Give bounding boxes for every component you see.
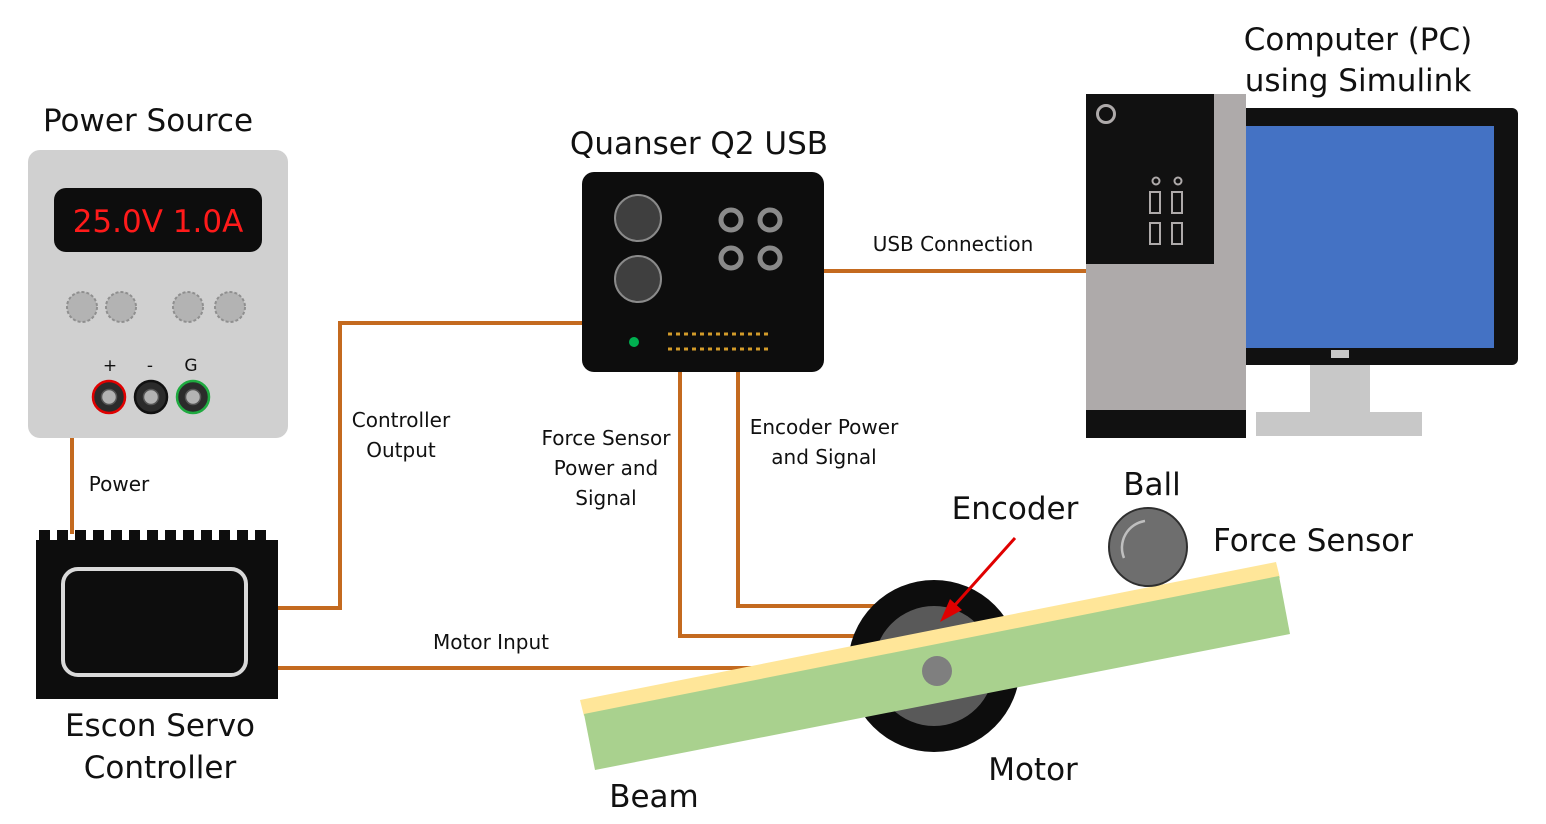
pc-usb-ports	[1149, 176, 1183, 245]
escon-label-line2: Controller	[84, 750, 237, 786]
arrow-head-icon	[940, 599, 962, 622]
usb-connection-label: USB Connection	[873, 232, 1034, 256]
knob-icon	[214, 291, 246, 323]
wires	[70, 269, 1088, 670]
power-source: 25.0V 1.0A + - G	[28, 150, 288, 438]
knob-icon	[66, 291, 98, 323]
knob-icon	[105, 291, 137, 323]
terminal-ground	[175, 379, 211, 415]
pc-tower-bottom-panel	[1086, 410, 1246, 438]
quanser-port-icon	[614, 194, 662, 242]
ball-body	[1108, 507, 1188, 587]
encoder-connection-label-line2: and Signal	[771, 445, 876, 469]
encoder-label: Encoder	[952, 491, 1079, 527]
controller-output-label-line2: Output	[366, 438, 436, 462]
controller-output-label-line1: Controller	[352, 408, 451, 432]
ball	[1108, 507, 1188, 587]
ball-label: Ball	[1123, 467, 1181, 503]
knob-icon	[172, 291, 204, 323]
terminal-minus-label: -	[147, 356, 153, 376]
computer-label-line1: Computer (PC)	[1244, 22, 1473, 58]
monitor-stand-neck	[1310, 364, 1370, 414]
force-sensor-label: Force Sensor	[1213, 523, 1413, 559]
ball-highlight	[1120, 519, 1146, 559]
computer	[1086, 94, 1518, 438]
wire-encoder	[736, 370, 880, 608]
motor-label: Motor	[988, 752, 1078, 788]
quanser-connector-icon	[757, 245, 783, 271]
terminal-minus	[133, 379, 169, 415]
escon-heatsink-fins	[39, 530, 266, 544]
power-connection-label: Power	[89, 472, 150, 496]
quanser-port-icon	[614, 255, 662, 303]
force-sensor-connection-label-line1: Force Sensor	[541, 426, 671, 450]
power-source-readout: 25.0V 1.0A	[73, 204, 244, 240]
encoder-arrow	[940, 536, 1017, 622]
power-source-display	[54, 188, 262, 252]
encoder-connection-label-line1: Encoder Power	[750, 415, 899, 439]
monitor-power-icon	[1331, 350, 1349, 358]
escon-servo-controller	[36, 530, 278, 699]
quanser-q2-usb	[582, 172, 824, 372]
escon-label-line1: Escon Servo	[65, 708, 255, 744]
quanser-connector-icon	[718, 245, 744, 271]
wire-controller-output	[276, 321, 584, 610]
quanser-label: Quanser Q2 USB	[570, 126, 828, 162]
power-source-knobs	[66, 291, 246, 323]
power-source-label: Power Source	[43, 103, 253, 139]
monitor-screen	[1244, 126, 1494, 348]
quanser-connector-icon	[718, 207, 744, 233]
beam-label: Beam	[609, 779, 699, 815]
computer-label-line2: using Simulink	[1245, 63, 1472, 99]
header-pins	[668, 332, 770, 351]
monitor-stand-base	[1256, 412, 1422, 436]
escon-window	[61, 567, 248, 677]
pc-power-button-icon	[1096, 104, 1116, 124]
quanser-connector-icon	[757, 207, 783, 233]
terminal-plus-label: +	[103, 356, 117, 376]
motor-input-label: Motor Input	[433, 630, 549, 654]
status-led-icon	[629, 337, 639, 347]
motor-shaft	[922, 656, 952, 686]
terminal-plus	[91, 379, 127, 415]
force-sensor-connection-label-line2: Power and	[554, 456, 658, 480]
terminal-ground-label: G	[184, 356, 197, 376]
wire-force-sensor	[678, 370, 878, 638]
force-sensor-strip	[580, 562, 1280, 716]
force-sensor-connection-label-line3: Signal	[575, 486, 636, 510]
